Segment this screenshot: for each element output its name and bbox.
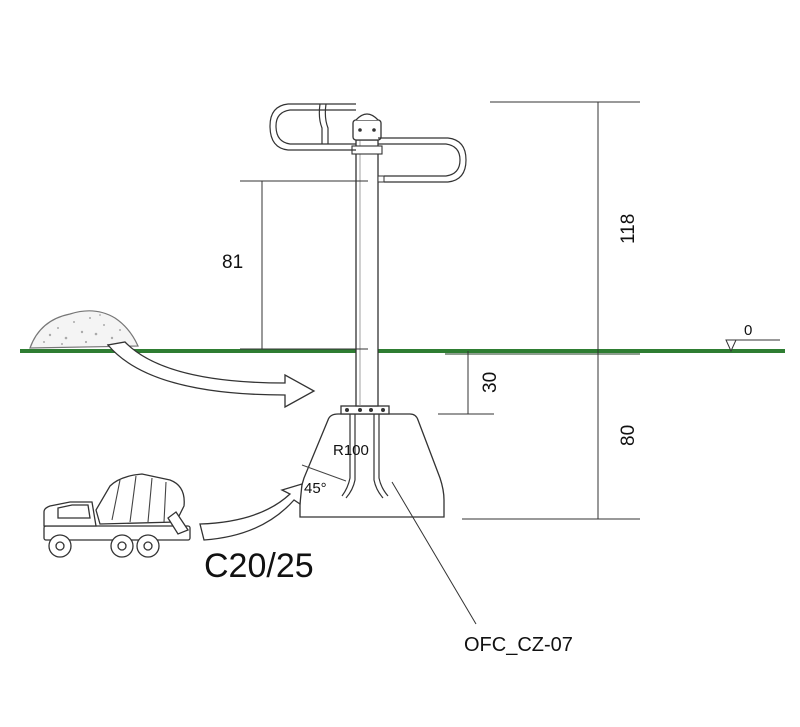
- dim-label-118: 118: [618, 214, 639, 244]
- handle-clamp: [351, 145, 383, 155]
- anchor-bolts: [345, 408, 385, 412]
- dimension-30: [438, 351, 494, 415]
- dim-label-30: 30: [480, 372, 501, 393]
- part-code-label: OFC_CZ-07: [464, 634, 573, 656]
- dimension-81: [240, 180, 368, 350]
- concrete-arrow: [199, 483, 303, 541]
- part-leader-line: [391, 481, 477, 625]
- dim-label-80: 80: [618, 425, 639, 446]
- ground-level-marker: [725, 339, 780, 353]
- ground-level-label: 0: [744, 322, 752, 339]
- concrete-mixer-truck: [43, 473, 191, 558]
- post: [355, 139, 379, 407]
- soil-pile: [29, 310, 139, 349]
- concrete-footing: [299, 413, 445, 518]
- anchor-rods: [341, 414, 389, 499]
- dimension-80: [462, 351, 640, 520]
- radius-label: R100: [333, 442, 369, 459]
- angle-guide: [301, 464, 347, 482]
- post-cap: [352, 119, 382, 141]
- dim-label-81: 81: [222, 252, 243, 273]
- soil-arrow: [106, 341, 316, 409]
- angle-label: 45°: [304, 480, 327, 497]
- dimension-118: [490, 101, 640, 351]
- concrete-class-label: C20/25: [204, 547, 314, 585]
- handlebar: [269, 103, 467, 183]
